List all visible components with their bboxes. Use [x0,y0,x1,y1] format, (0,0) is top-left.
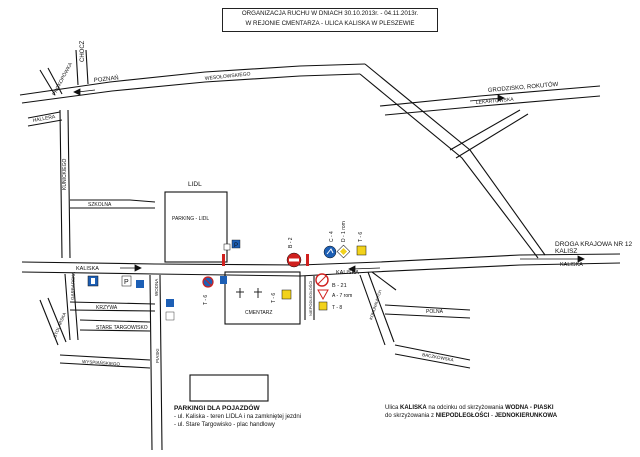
label-droga-krajowa-2: KALISZ [555,248,577,255]
parking-legend-title: PARKINGI DLA POJAZDÓW [174,405,260,412]
road-hallera [27,111,63,127]
parking-sign-wodna-icon [166,299,174,307]
road-chocz [75,49,89,86]
arrow-kaliska-east [134,264,142,272]
barrier-east-icon [306,254,309,266]
sign-c4-label: C - 4 [329,231,335,242]
parking-legend-item-2: - ul. Stare Targowisko - plac handlowy [174,422,275,428]
label-wesolowskiego: WESOŁOWSKIEGO [205,71,251,82]
lidl-lot [164,191,228,263]
plate-t8-icon [318,301,328,311]
road-polna [384,304,471,319]
traffic-signs: P P B - 2 C - 4 D - 1 rom T - 6 T - 6 T … [87,221,367,321]
road-kaliska-main [21,253,621,277]
label-baczkowska: BACZKOWSKA [422,352,454,362]
label-hallera: HALLERA [32,114,56,124]
road-kaliska-spur [371,271,397,291]
road-wyspianskiego [59,354,151,369]
road-krzywa [69,301,156,312]
parking-sign-wodna-icon-2 [165,311,175,321]
sign-t6-label-a: T - 6 [358,232,364,242]
label-lidl: LIDL [188,181,202,188]
label-parking-lidl: PARKING - LIDL [172,216,209,222]
label-kunickiego: KUNICKIEGO [62,158,68,190]
arrow-krajowa-east [577,255,585,263]
road-komunalnych [359,271,395,346]
sign-a7-label: A - 7 rom [332,293,352,299]
parking-sign-icon [121,275,132,287]
label-wyspianskiego: WYSPIAŃSKIEGO [82,358,121,367]
label-cmentarz: CMENTARZ [245,310,272,316]
road-niepodleglosci [304,276,315,320]
barrier-west-icon [222,254,225,266]
road-garbarska [64,273,79,341]
label-garbarska: GARBARSKA [70,272,76,300]
label-wodna: WODNA [154,279,159,296]
one-way-note: Ulica KALISKA na odcinku od skrzyżowania… [385,404,615,420]
market-square [189,374,269,402]
label-kaliska-west: KALISKA [76,266,99,272]
info-sign-lidl-icon [223,243,231,251]
road-kunickiego [59,109,71,259]
parking-sign-cemetery-icon [220,276,227,284]
cemetery-lot [224,271,301,325]
plate-t6-icon-b [281,289,292,300]
map-title-line1: ORGANIZACJA RUCHU W DNIACH 30.10.2013r. … [241,10,419,17]
one-way-note-line2: do skrzyżowania z NIEPODLEGŁOŚCI - JEDNO… [385,413,558,419]
parking-legend-item-1: - ul. Kaliska - teren LIDLA i na zamknię… [174,414,302,420]
arrow-kaliska-west [348,265,356,273]
road-stolarska [39,297,67,346]
label-poznan: POZNAŃ [93,74,119,84]
label-piaski: PIASKI [155,348,160,363]
label-polna: POLNA [426,309,444,315]
road-wodna-piaski [149,274,163,451]
label-niepodleglosci: NIEPODLEGŁOŚCI [308,281,313,316]
road-baczkowska [394,344,471,369]
parking-legend: PARKINGI DLA POJAZDÓW - ul. Kaliska - te… [174,405,374,429]
sign-b21-label: B - 21 [332,283,347,289]
label-droga-krajowa-1: DROGA KRAJOWA NR 12 [555,241,632,248]
label-chocz: CHOCZ [80,40,86,62]
direction-arrows [73,88,585,273]
road-prokopowka [39,67,63,96]
label-stolarska: STOLARSKA [52,312,67,339]
arrow-west [73,88,81,96]
sign-t8-label: T - 8 [332,305,342,311]
label-kaliska-center: KALISKA [336,270,359,276]
street-labels: POZNAŃ CHOCZ PROKOPÓWKA HALLERA WESOŁOWS… [32,40,632,366]
road-grodzisko [379,85,601,116]
give-way-sign-icon [317,289,329,301]
road-poznan [19,63,366,104]
sign-t6-label-c: T - 6 [203,295,209,305]
sign-b2-label: B - 2 [288,237,294,248]
label-lekartowska: LEKARTOWSKA [476,97,515,106]
label-krzywa: KRZYWA [96,305,118,311]
road-lines [19,49,621,451]
plate-t6-icon-a [356,245,367,256]
parking-sign-icon-2 [136,280,144,288]
place-labels: LIDL PARKING - LIDL CMENTARZ [172,181,272,316]
label-szkolna: SZKOLNA [88,202,112,208]
arrow-east [497,94,505,102]
sign-d1-label: D - 1 rom [341,221,347,242]
mandatory-direction-sign-icon [323,245,337,259]
map-title-line2: W REJONIE CMENTARZA - ULICA KALISKA W PL… [245,20,415,27]
road-lekartowska [449,109,529,159]
label-stare-targowisko: STARE TARGOWISKO [96,325,148,331]
road-stare-targowisko [79,319,151,332]
parking-sign-lidl-icon [231,239,241,249]
sign-t6-label-b: T - 6 [271,293,277,303]
svg-text:P: P [124,279,129,286]
map-title-box: ORGANIZACJA RUCHU W DNIACH 30.10.2013r. … [222,8,438,32]
label-kaliska-east: KALISKA [560,262,583,268]
cross-icon [236,288,262,298]
svg-text:P: P [234,243,238,249]
road-szkolna [70,199,156,209]
one-way-note-line1: Ulica KALISKA na odcinku od skrzyżowania… [385,405,554,411]
